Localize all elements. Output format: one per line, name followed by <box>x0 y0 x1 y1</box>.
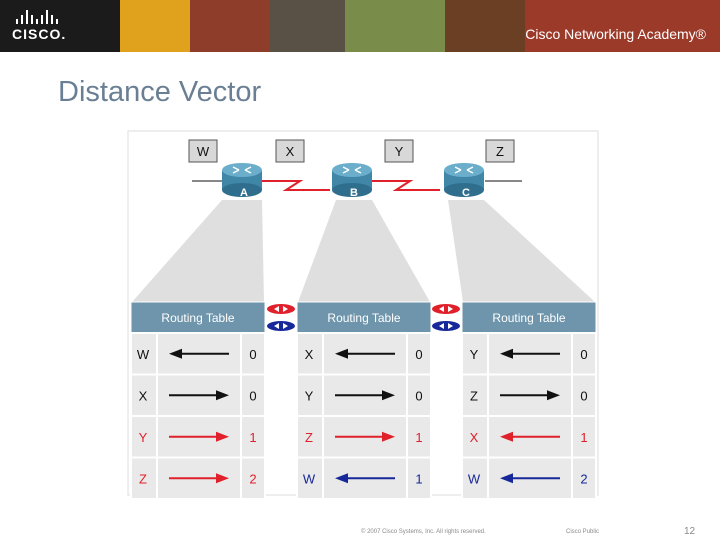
exchange-arrows-bc <box>432 304 460 331</box>
direction-arrow-right <box>169 431 229 442</box>
routing-table-header: Routing Table <box>492 311 565 325</box>
router-label-b: B <box>350 187 358 199</box>
page-number: 12 <box>684 526 696 537</box>
direction-arrow-right <box>500 390 560 401</box>
router-c: C <box>444 163 484 199</box>
direction-arrow-left <box>335 473 395 484</box>
network-box-x: X <box>275 139 305 163</box>
network-label-x: X <box>286 144 295 159</box>
destination-network: X <box>139 388 148 403</box>
hop-count: 1 <box>415 430 422 445</box>
hop-count: 0 <box>415 347 422 362</box>
hop-count: 1 <box>249 430 256 445</box>
slide-title: Distance Vector <box>58 76 262 108</box>
router-b: B <box>332 163 372 199</box>
hop-count: 0 <box>580 388 587 403</box>
destination-network: Z <box>139 471 147 486</box>
hop-count: 1 <box>415 471 422 486</box>
banner-photo-5 <box>445 0 525 52</box>
serial-link-bc <box>372 180 440 191</box>
direction-arrow-right <box>335 431 395 442</box>
cisco-logo-text: CISCO. <box>12 26 67 42</box>
hop-count: 1 <box>580 430 587 445</box>
direction-arrow-left <box>500 348 560 359</box>
cone-b <box>298 200 430 302</box>
hop-count: 0 <box>580 347 587 362</box>
network-label-y: Y <box>395 144 404 159</box>
destination-network: X <box>470 430 479 445</box>
cone-c <box>448 200 595 302</box>
router-a: A <box>222 163 262 199</box>
cisco-logo: CISCO. <box>12 10 66 42</box>
router-label-a: A <box>240 187 248 199</box>
direction-arrow-left <box>500 431 560 442</box>
network-label-z: Z <box>496 144 504 159</box>
banner-photo-6 <box>525 0 720 52</box>
direction-arrow-right <box>335 390 395 401</box>
destination-network: Y <box>470 347 479 362</box>
cisco-bridge-icon <box>16 10 66 24</box>
destination-network: X <box>305 347 314 362</box>
direction-arrow-right <box>169 390 229 401</box>
network-box-y: Y <box>384 139 414 163</box>
serial-link-ab <box>262 180 330 191</box>
destination-network: Y <box>139 430 148 445</box>
cone-a <box>132 200 264 302</box>
diagram-panel <box>127 130 599 496</box>
destination-network: W <box>468 471 481 486</box>
direction-arrow-right <box>169 473 229 484</box>
hop-count: 0 <box>415 388 422 403</box>
destination-network: Z <box>470 388 478 403</box>
banner-photo-1 <box>120 0 190 52</box>
network-box-w: W <box>188 139 218 163</box>
destination-network: W <box>303 471 316 486</box>
routing-table-header: Routing Table <box>327 311 400 325</box>
hop-count: 2 <box>249 471 256 486</box>
hop-count: 2 <box>580 471 587 486</box>
header-banner: CISCO. Cisco Networking Academy® <box>0 0 720 52</box>
footer-copyright: © 2007 Cisco Systems, Inc. All rights re… <box>361 529 486 535</box>
destination-network: Y <box>305 388 314 403</box>
banner-photo-3 <box>270 0 345 52</box>
academy-label: Cisco Networking Academy® <box>525 26 706 42</box>
hop-count: 0 <box>249 388 256 403</box>
banner-photo-4 <box>345 0 445 52</box>
footer-classification: Cisco Public <box>566 529 600 535</box>
banner-photo-2 <box>190 0 270 52</box>
network-box-z: Z <box>485 139 515 163</box>
router-label-c: C <box>462 187 470 199</box>
network-label-w: W <box>197 144 210 159</box>
exchange-arrows-ab <box>267 304 295 331</box>
direction-arrow-left <box>169 348 229 359</box>
routing-table-header: Routing Table <box>161 311 234 325</box>
direction-arrow-left <box>500 473 560 484</box>
destination-network: Z <box>305 430 313 445</box>
hop-count: 0 <box>249 347 256 362</box>
direction-arrow-left <box>335 348 395 359</box>
destination-network: W <box>137 347 150 362</box>
